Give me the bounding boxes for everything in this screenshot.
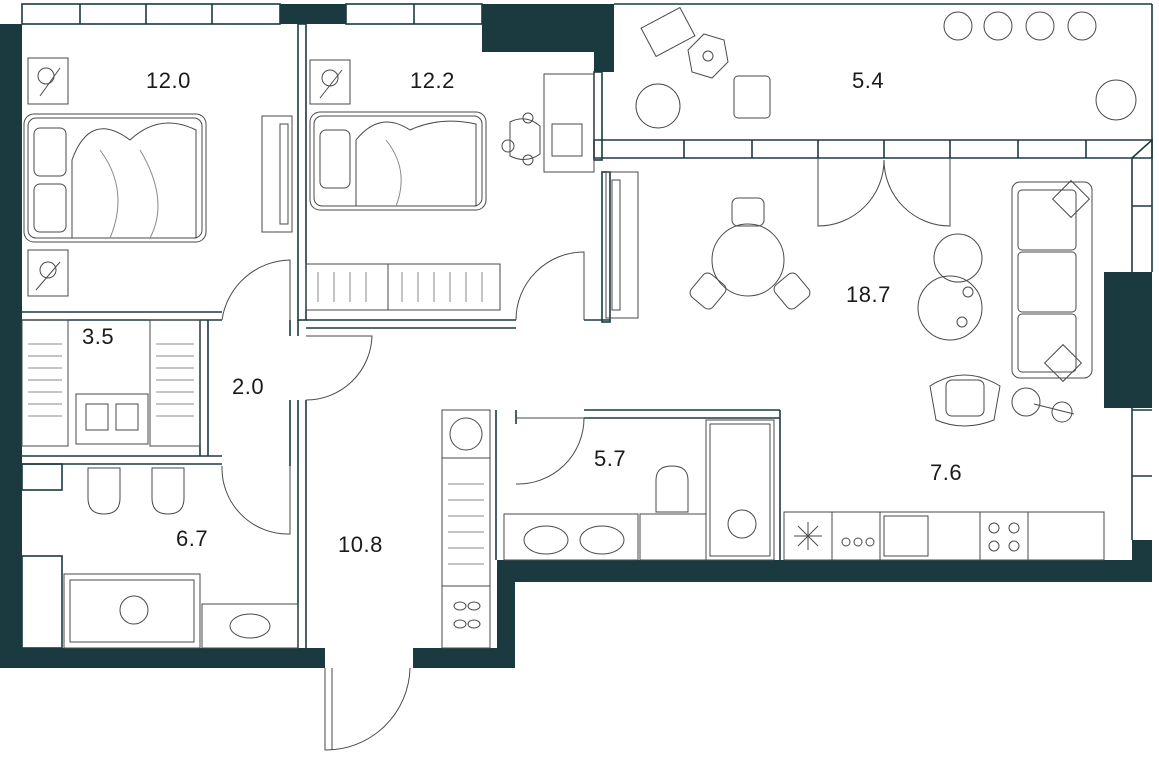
balcony-frame xyxy=(593,3,1153,540)
bed-icon xyxy=(309,111,487,211)
plant-icon xyxy=(635,11,1137,129)
area-corridor: 2.0 xyxy=(232,374,265,399)
floor-lamp-icon xyxy=(1011,387,1075,423)
wardrobe-icon xyxy=(305,263,501,311)
sofa-icon xyxy=(1011,179,1093,383)
tv-icon xyxy=(261,115,293,233)
area-kitchen: 7.6 xyxy=(930,460,963,485)
shower-icon xyxy=(705,419,775,561)
area-toilet: 5.7 xyxy=(594,446,627,471)
armchair-icon xyxy=(929,374,1001,427)
toilet-icon xyxy=(639,465,707,561)
area-hall: 10.8 xyxy=(338,532,383,557)
washing-machine-icon xyxy=(441,409,491,459)
dining-table-icon xyxy=(689,197,811,310)
wardrobe-icon xyxy=(21,319,201,447)
bed-icon xyxy=(23,113,207,243)
coffee-table-icon xyxy=(917,233,983,341)
outer-walls xyxy=(0,4,1152,668)
balcony-chair-icon xyxy=(640,6,771,119)
area-bathroom: 6.7 xyxy=(176,526,209,551)
stove-icon xyxy=(979,511,1029,561)
windows-top xyxy=(21,3,483,25)
tv-icon xyxy=(605,171,639,319)
desk-chair-icon xyxy=(501,73,595,173)
hall-wardrobe-icon xyxy=(441,457,491,587)
area-bedroom-2: 12.2 xyxy=(410,68,455,93)
toilet-icon xyxy=(87,467,185,515)
sink-icon xyxy=(883,515,929,557)
dishwasher-icon xyxy=(831,511,881,561)
nightstand-icon xyxy=(27,57,69,297)
shoe-rack-icon xyxy=(441,585,491,649)
doors xyxy=(221,158,951,751)
fridge-icon xyxy=(783,511,833,561)
bathtub-icon xyxy=(63,573,201,649)
area-bedroom-1: 12.0 xyxy=(146,68,191,93)
nightstand-icon xyxy=(309,59,351,105)
area-living: 18.7 xyxy=(846,282,891,307)
area-wardrobe: 3.5 xyxy=(82,324,115,349)
sink-icon xyxy=(503,513,639,561)
area-balcony: 5.4 xyxy=(852,68,885,93)
sink-icon xyxy=(201,603,299,649)
